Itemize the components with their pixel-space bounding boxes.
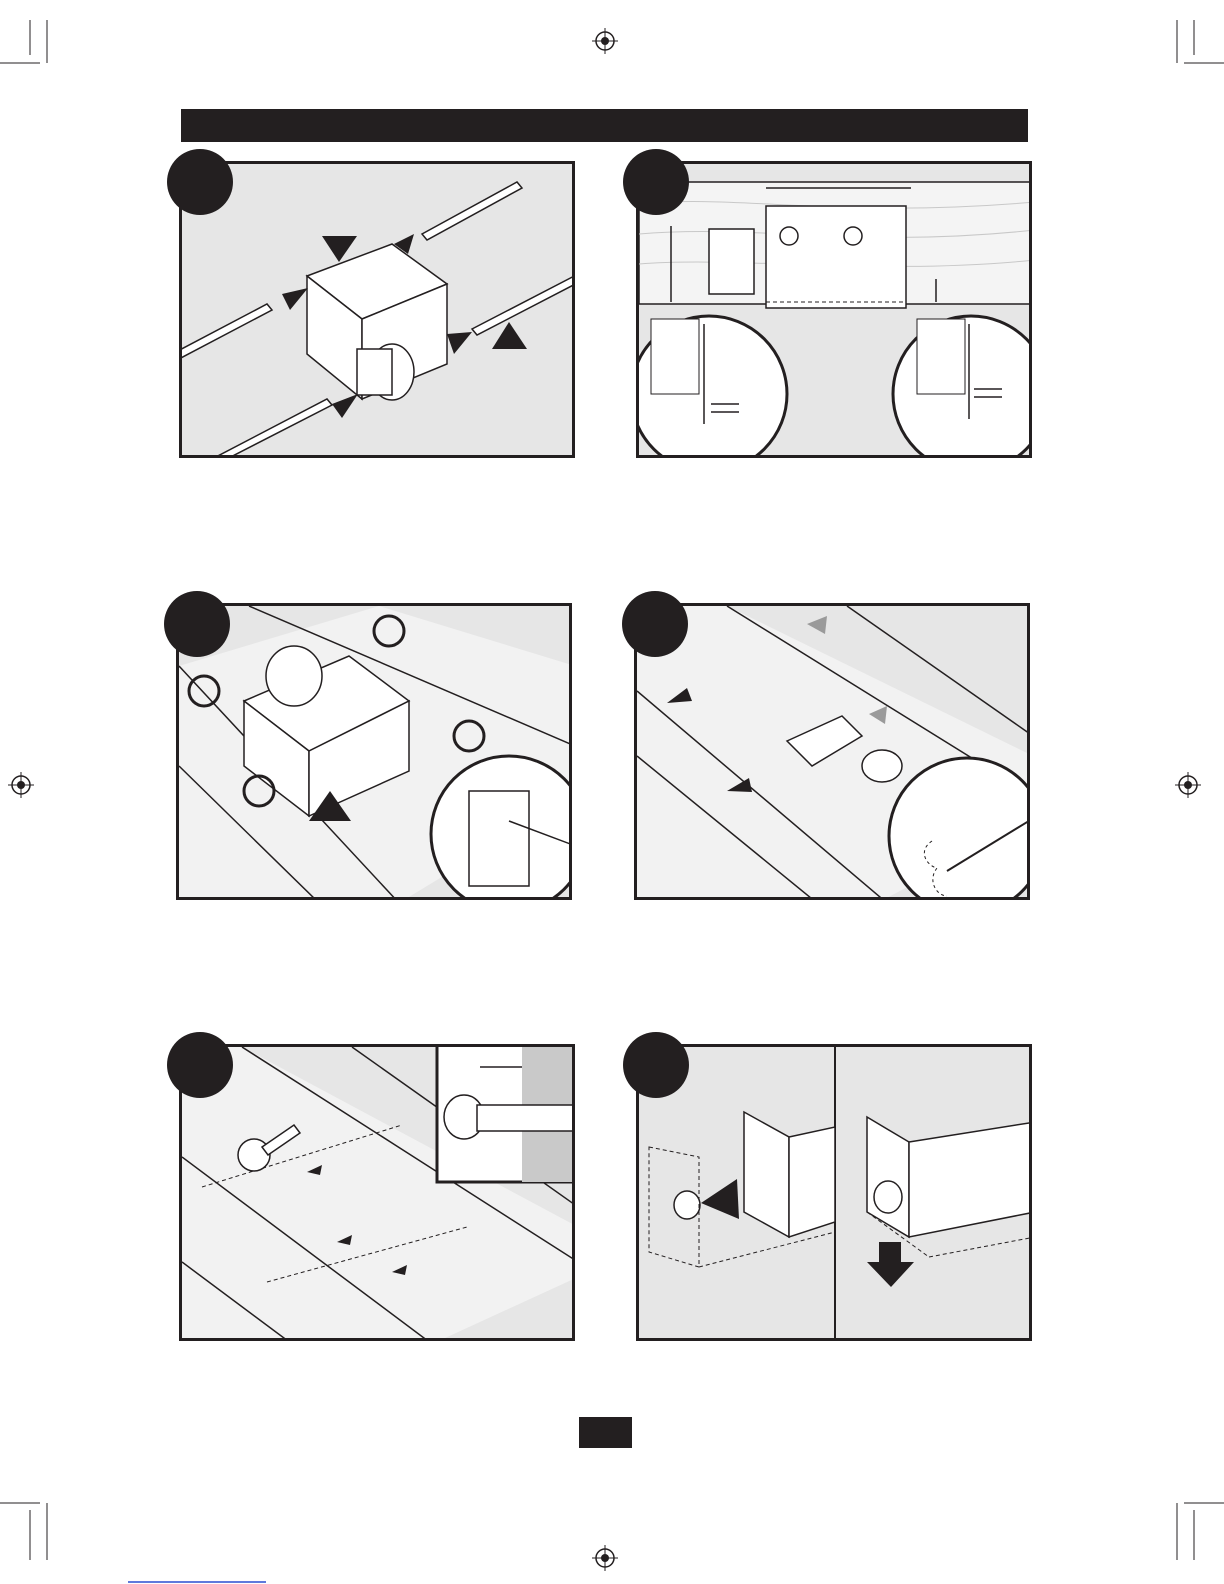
step-1-panel [179, 161, 575, 458]
step-5-badge [167, 1032, 233, 1098]
step-2-badge [623, 149, 689, 215]
page-number-tab [579, 1417, 632, 1448]
step-1-badge [167, 149, 233, 215]
step-2-panel [636, 161, 1032, 458]
step-3-panel [176, 603, 572, 900]
step-4-panel [634, 603, 1030, 900]
step-3-illustration [179, 606, 572, 900]
section-header-bar [181, 109, 1028, 142]
step-1-illustration [182, 164, 575, 458]
step-4-badge [622, 591, 688, 657]
registration-target-icon [8, 772, 34, 798]
step-6-panel [636, 1044, 1032, 1341]
step-5-panel [179, 1044, 575, 1341]
step-6-badge [623, 1032, 689, 1098]
registration-target-icon [592, 28, 618, 54]
step-6-illustration [639, 1047, 1032, 1341]
registration-target-icon [1175, 772, 1201, 798]
step-4-illustration [637, 606, 1030, 900]
registration-target-icon [592, 1545, 618, 1571]
step-3-badge [164, 591, 230, 657]
step-5-illustration [182, 1047, 575, 1341]
step-2-illustration [639, 164, 1032, 458]
